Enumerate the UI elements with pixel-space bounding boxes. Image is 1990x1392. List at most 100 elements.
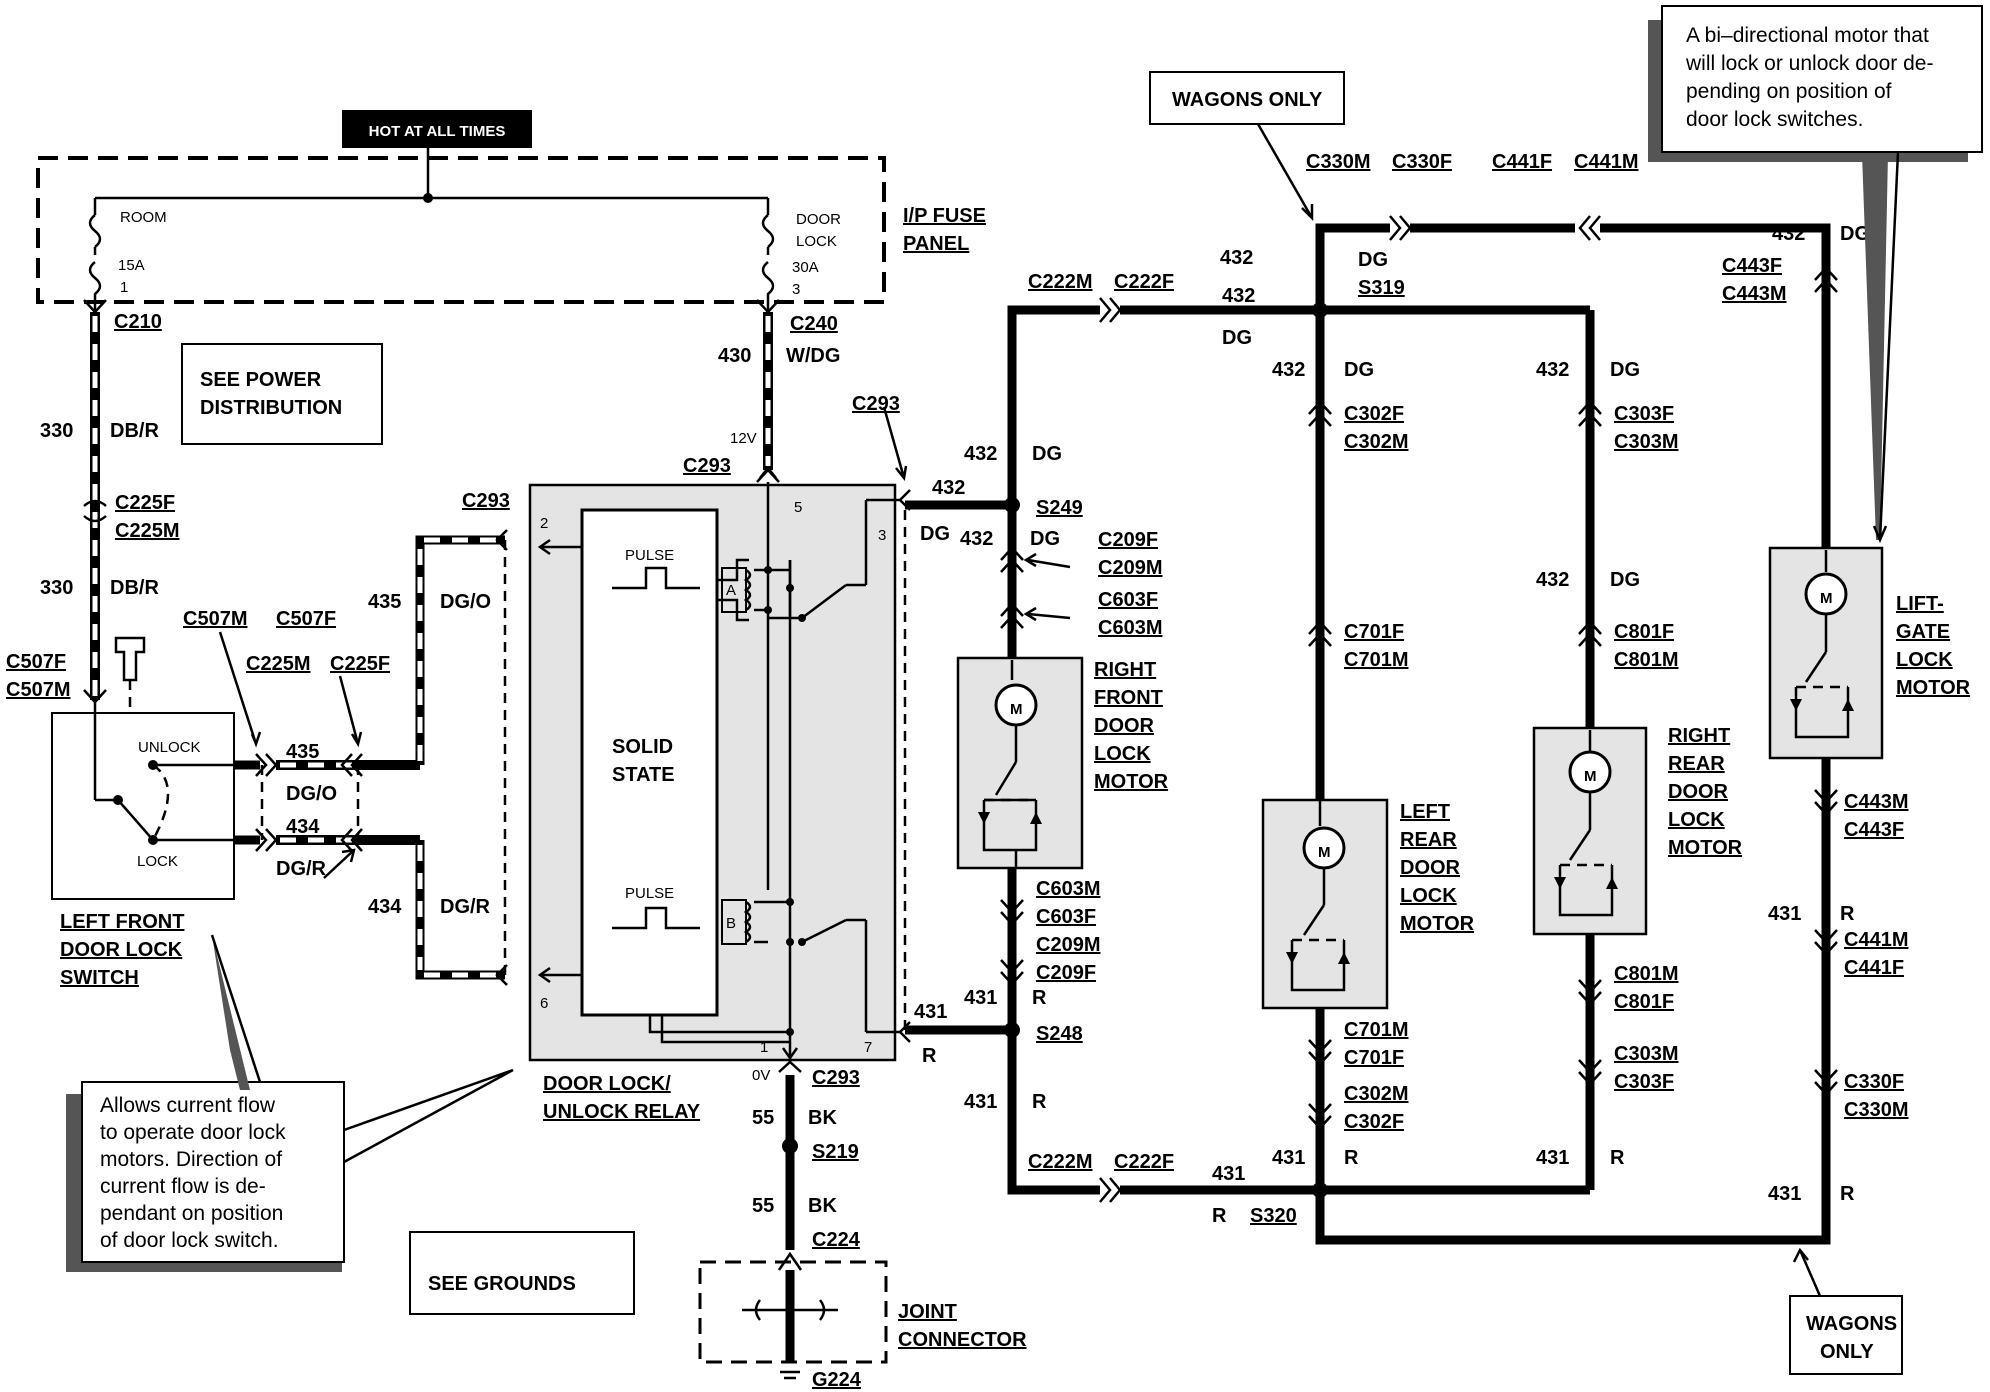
wire-431-rr-number: 431 — [1536, 1147, 1569, 1169]
connector-c302f-top: C302F — [1344, 403, 1404, 425]
connector-c330f-top: C330F — [1392, 151, 1452, 173]
wire-432-lr-number: 432 — [1272, 359, 1305, 381]
connector-c209f-top: C209F — [1098, 529, 1158, 551]
relay-pulse-top: PULSE — [625, 547, 674, 564]
connector-c801f-top: C801F — [1614, 621, 1674, 643]
relay-core-line-1: SOLID — [612, 736, 673, 758]
splice-s219: S219 — [812, 1141, 859, 1163]
lr-motor-name-1: LEFT — [1400, 801, 1450, 823]
wire-431-lg2-number: 431 — [1768, 1183, 1801, 1205]
connector-c701m-bot: C701M — [1344, 1019, 1408, 1041]
see-power-distribution-box — [181, 343, 383, 445]
connector-c225f-left: C225F — [115, 492, 175, 514]
connector-c507m: C507M — [6, 679, 70, 701]
arrow-c225 — [338, 675, 363, 748]
connector-c507m-top: C507M — [183, 608, 247, 630]
fuse-room-rating: 15A — [118, 257, 145, 274]
switch-note-line-5: pendant on position — [100, 1202, 283, 1225]
see-power-line-2: DISTRIBUTION — [200, 397, 342, 419]
connector-c441f-bot: C441F — [1844, 957, 1904, 979]
wire-434-color-a: DG/R — [276, 858, 327, 880]
joint-connector — [698, 1260, 888, 1380]
connector-c222f-top: C222F — [1114, 271, 1174, 293]
rf-motor-name-5: MOTOR — [1094, 771, 1169, 793]
liftgate-branch — [1768, 260, 1884, 1240]
switch-note-line-6: of door lock switch. — [100, 1229, 279, 1252]
connector-c302f-bot: C302F — [1344, 1111, 1404, 1133]
connector-c330m-bot: C330M — [1844, 1099, 1908, 1121]
rr-motor-name-4: LOCK — [1668, 809, 1725, 831]
wire-434 — [234, 540, 508, 986]
wire-330-number-b: 330 — [40, 577, 73, 599]
wire-434-number-a: 434 — [286, 816, 320, 838]
wire-432-relay-out — [899, 489, 1012, 1030]
room-fuse-icon — [88, 214, 102, 255]
switch-note-line-4: current flow is de- — [100, 1175, 266, 1198]
connector-c302m-top: C302M — [1344, 431, 1408, 453]
lg-motor-name-3: LOCK — [1896, 649, 1953, 671]
wire-432-rf-top-color: DG — [1032, 443, 1062, 465]
relay-pin-5: 5 — [794, 499, 802, 516]
wagons-only-bottom-line-2: ONLY — [1820, 1341, 1874, 1363]
wire-432-top-number: 432 — [1222, 285, 1255, 307]
motor-note-callout — [1648, 5, 1983, 544]
relay-pin-2: 2 — [540, 515, 548, 532]
wire-55-number-b: 55 — [752, 1195, 774, 1217]
connector-c603m-top: C603M — [1098, 617, 1162, 639]
left-rear-branch — [1261, 215, 1831, 1245]
wire-430-number: 430 — [718, 345, 751, 367]
relay-title-1: DOOR LOCK/ — [543, 1073, 671, 1095]
switch-note-line-1: Allows current flow — [100, 1094, 276, 1117]
wire-55-number-a: 55 — [752, 1107, 774, 1129]
wire-435 — [234, 529, 508, 777]
connector-c443f-bot: C443F — [1844, 819, 1904, 841]
switch-note-callout — [66, 934, 514, 1272]
right-rear-branch — [1532, 310, 1648, 1190]
rr-motor-symbol: M — [1584, 768, 1597, 785]
joint-connector-line-1: JOINT — [898, 1301, 957, 1323]
lg-motor-name-2: GATE — [1896, 621, 1950, 643]
relay-pulse-bottom: PULSE — [625, 885, 674, 902]
wire-432-relay-color: DG — [920, 523, 950, 545]
wire-431-relay-color: R — [922, 1045, 937, 1067]
connector-c302m-bot: C302M — [1344, 1083, 1408, 1105]
connector-c240: C240 — [790, 313, 838, 335]
connector-c801m-bot: C801M — [1614, 963, 1678, 985]
connector-c209f-bot: C209F — [1036, 962, 1096, 984]
connector-c293-bottom: C293 — [812, 1067, 860, 1089]
connector-c443m-top: C443M — [1722, 283, 1786, 305]
wagons-only-top-label: WAGONS ONLY — [1172, 89, 1323, 111]
wire-330-color-a: DB/R — [110, 420, 159, 442]
lg-motor-symbol: M — [1820, 590, 1833, 607]
relay-coil-b: B — [726, 915, 736, 932]
wire-432-rf-mid-color: DG — [1030, 528, 1060, 550]
motor-note-line-3: pending on position of — [1686, 80, 1892, 103]
wire-432-lg-color: DG — [1840, 223, 1870, 245]
wire-431-relay-number: 431 — [914, 1001, 947, 1023]
relay-pin-6: 6 — [540, 995, 548, 1012]
connector-c801m-top: C801M — [1614, 649, 1678, 671]
splice-s319: S319 — [1358, 277, 1405, 299]
arrow-c507 — [218, 631, 262, 748]
switch-name-3: SWITCH — [60, 967, 139, 989]
wire-431-lr-color: R — [1344, 1147, 1359, 1169]
connector-c209m-bot: C209M — [1036, 934, 1100, 956]
connector-c330m-top: C330M — [1306, 151, 1370, 173]
wire-431-rr-color: R — [1610, 1147, 1625, 1169]
wire-330 — [83, 299, 107, 704]
fuse-room-pin: 1 — [120, 279, 128, 296]
arrow-wagons-bottom — [1792, 1247, 1822, 1297]
rr-motor-name-2: REAR — [1668, 753, 1725, 775]
motor-note-line-1: A bi–directional motor that — [1686, 24, 1929, 47]
wagons-only-top-box — [1149, 71, 1345, 125]
switch-name-2: DOOR LOCK — [60, 939, 183, 961]
wire-330-number-a: 330 — [40, 420, 73, 442]
connector-c603f-bot: C603F — [1036, 906, 1096, 928]
lg-motor-name-1: LIFT- — [1896, 593, 1944, 615]
ground-g224: G224 — [812, 1369, 862, 1391]
ip-fuse-panel-label-2: PANEL — [903, 233, 969, 255]
wire-434-color-b: DG/R — [440, 896, 491, 918]
connector-c222m-top: C222M — [1028, 271, 1092, 293]
wire-430 — [756, 299, 780, 483]
